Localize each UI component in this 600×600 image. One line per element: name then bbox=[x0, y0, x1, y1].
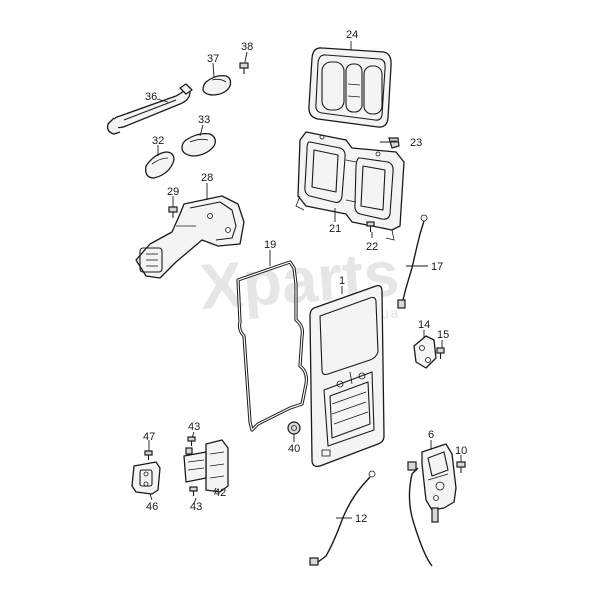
part-17-cable[interactable] bbox=[397, 214, 428, 309]
part-42-hinge[interactable] bbox=[183, 439, 229, 493]
part-43-screw-lower[interactable] bbox=[189, 486, 198, 496]
part-36-handle[interactable] bbox=[106, 83, 193, 135]
callout-43-lower: 43 bbox=[190, 501, 202, 513]
part-14-striker[interactable] bbox=[413, 335, 437, 369]
part-23-clip[interactable] bbox=[388, 137, 400, 149]
callout-21: 21 bbox=[329, 223, 341, 235]
part-46-hinge-bracket[interactable] bbox=[131, 461, 161, 495]
callout-12: 12 bbox=[355, 513, 367, 525]
part-37-handle-cover[interactable] bbox=[202, 74, 232, 96]
callout-36: 36 bbox=[145, 91, 157, 103]
part-15-screw[interactable] bbox=[436, 347, 445, 359]
callout-42: 42 bbox=[214, 487, 226, 499]
callout-38: 38 bbox=[241, 41, 253, 53]
callout-43-upper: 43 bbox=[188, 421, 200, 433]
leader-lines bbox=[148, 41, 462, 519]
callout-28: 28 bbox=[201, 172, 213, 184]
part-29-screw[interactable] bbox=[168, 206, 178, 218]
callout-22: 22 bbox=[366, 241, 378, 253]
callout-14: 14 bbox=[418, 319, 430, 331]
callout-15: 15 bbox=[437, 329, 449, 341]
callout-46: 46 bbox=[146, 501, 158, 513]
callout-1: 1 bbox=[339, 275, 345, 287]
part-38-screw[interactable] bbox=[239, 62, 249, 74]
part-47-screw[interactable] bbox=[144, 450, 153, 460]
part-19-door-seal[interactable] bbox=[236, 260, 308, 432]
callout-24: 24 bbox=[346, 29, 358, 41]
callout-10: 10 bbox=[455, 445, 467, 457]
part-40-grommet[interactable] bbox=[287, 421, 301, 435]
part-22-screw[interactable] bbox=[366, 221, 375, 232]
callout-19: 19 bbox=[264, 239, 276, 251]
part-43-screw-upper[interactable] bbox=[187, 436, 196, 446]
part-10-screw[interactable] bbox=[456, 461, 466, 473]
part-24-window-frame[interactable] bbox=[308, 47, 392, 128]
callout-labels: 24 23 21 22 38 37 36 33 32 29 28 19 1 17… bbox=[143, 29, 467, 525]
callout-33: 33 bbox=[198, 114, 210, 126]
callout-6: 6 bbox=[428, 429, 434, 441]
callout-32: 32 bbox=[152, 135, 164, 147]
callout-47: 47 bbox=[143, 431, 155, 443]
part-32-cap[interactable] bbox=[145, 151, 175, 179]
part-12-cable[interactable] bbox=[309, 470, 376, 566]
part-1-door-panel[interactable] bbox=[309, 284, 385, 468]
callout-17: 17 bbox=[431, 261, 443, 273]
part-21-inner-frame[interactable] bbox=[295, 131, 405, 241]
callout-29: 29 bbox=[167, 186, 179, 198]
part-6-lock[interactable] bbox=[407, 443, 457, 567]
watermark: Xparts com.ua bbox=[198, 237, 402, 324]
callout-37: 37 bbox=[207, 53, 219, 65]
callout-40: 40 bbox=[288, 443, 300, 455]
callout-23: 23 bbox=[410, 137, 422, 149]
part-33-cover[interactable] bbox=[181, 132, 216, 157]
part-28-handle-carrier[interactable] bbox=[135, 195, 245, 279]
